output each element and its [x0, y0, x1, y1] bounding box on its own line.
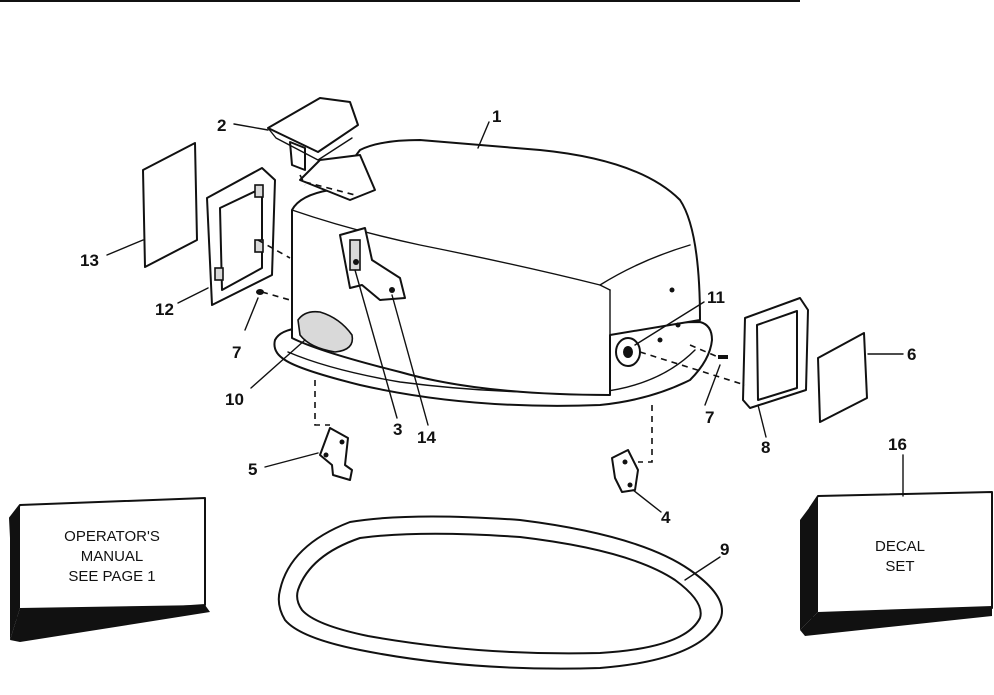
gasket-seal-part-10: [297, 310, 354, 353]
callout-8: 8: [761, 438, 770, 457]
leader-lines: [106, 121, 904, 581]
side-panel-part-13: [142, 142, 198, 268]
motor-cover-part: [273, 139, 713, 407]
callout-9: 9: [720, 540, 729, 559]
decal-set-line-1: DECAL: [875, 538, 925, 555]
callout-16: 16: [888, 435, 907, 454]
side-frame-part-12: [206, 167, 276, 306]
callout-6: 6: [907, 345, 916, 364]
operators-manual-line-2: MANUAL: [81, 548, 144, 565]
callout-1: 1: [492, 107, 501, 126]
alignment-lines: [257, 239, 746, 463]
decal-set-line-2: SET: [885, 558, 914, 575]
callout-10: 10: [225, 390, 244, 409]
callout-12: 12: [155, 300, 174, 319]
callout-7-left: 7: [232, 343, 241, 362]
side-frame-part-8: [742, 297, 809, 409]
callout-5: 5: [248, 460, 257, 479]
callout-7-right: 7: [705, 408, 714, 427]
grommet-part-11: [615, 337, 641, 367]
callout-14: 14: [417, 428, 436, 447]
operators-manual-line-1: OPERATOR'S: [64, 528, 160, 545]
bracket-part-4: [611, 449, 639, 493]
handle-cap-part-2: [267, 97, 359, 186]
callout-4: 4: [661, 508, 671, 527]
latch-assembly-part-3-14: [339, 227, 406, 301]
decal-set-box: DECAL SET: [800, 491, 993, 636]
operators-manual-line-3: SEE PAGE 1: [68, 568, 155, 585]
screw-part-7-left: [256, 289, 264, 295]
callout-13: 13: [80, 251, 99, 270]
callout-2: 2: [217, 116, 226, 135]
screw-part-7-right: [718, 355, 728, 359]
operators-manual-box: OPERATOR'S MANUAL SEE PAGE 1: [9, 497, 210, 642]
side-panel-part-6: [817, 332, 868, 423]
callout-3: 3: [393, 420, 402, 439]
seal-ring-part-9: [277, 515, 723, 670]
callout-11: 11: [707, 288, 725, 307]
bracket-part-5: [319, 427, 353, 481]
